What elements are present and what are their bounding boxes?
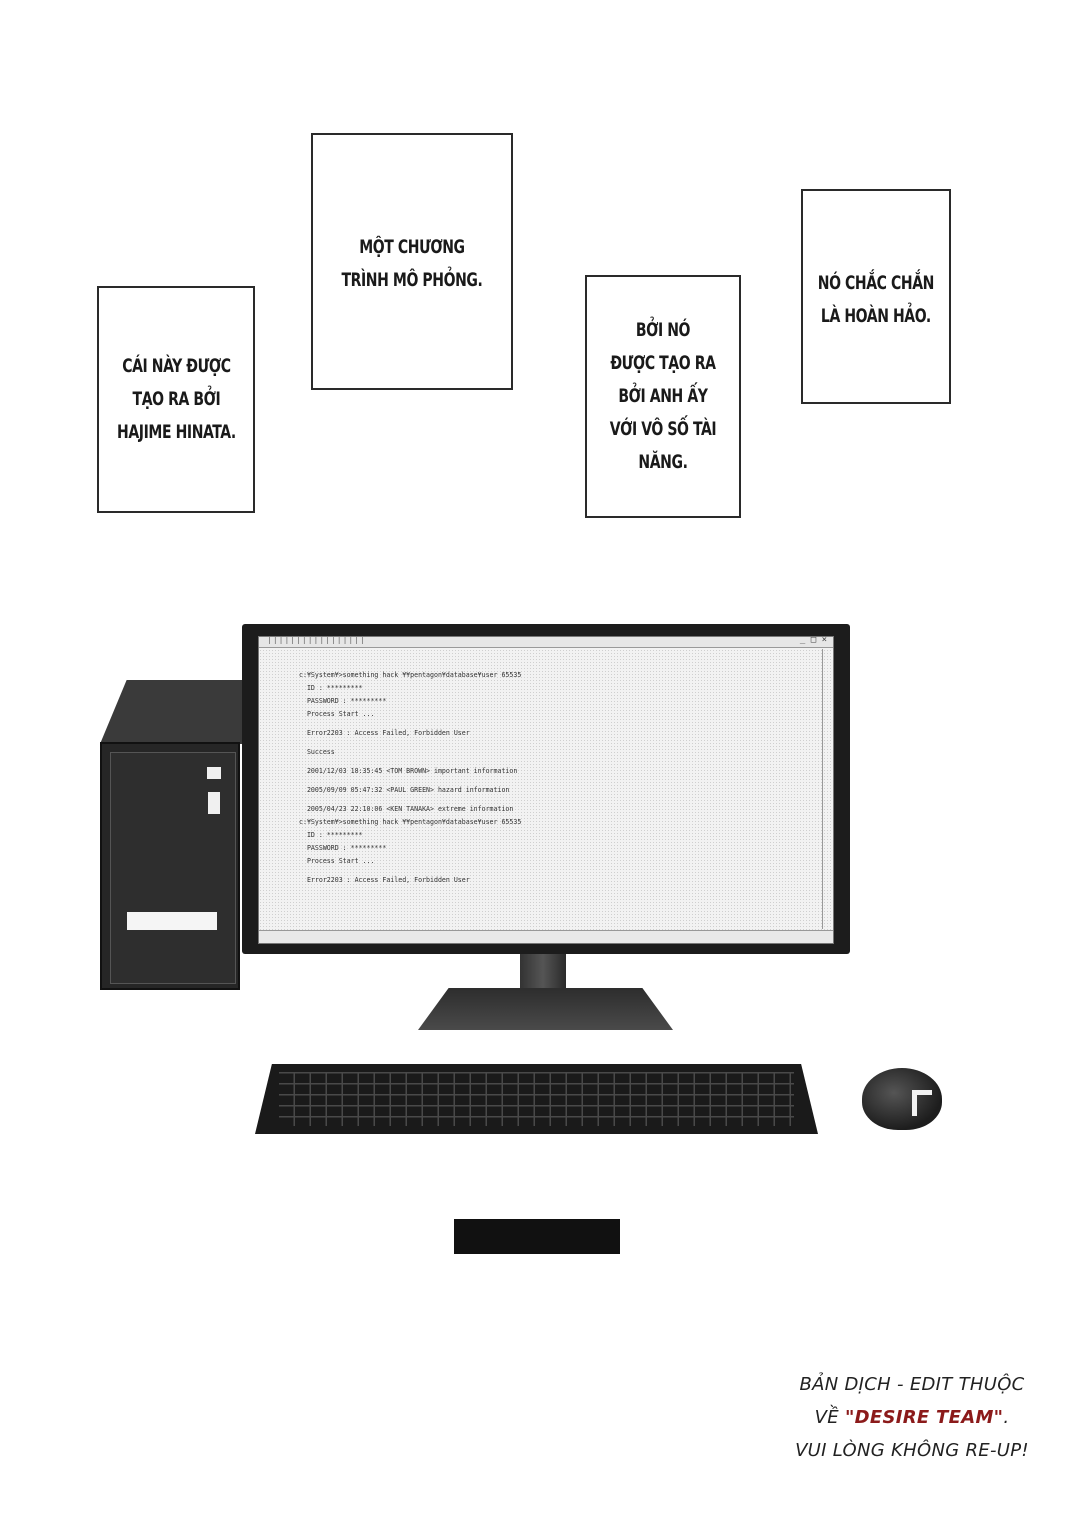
keyboard	[255, 1064, 818, 1134]
keyboard-keys	[279, 1072, 794, 1126]
terminal-line: 2005/09/09 05:47:32 <PAUL GREEN> hazard …	[299, 786, 510, 794]
caption-text-4: NÓ CHẮC CHẮN LÀ HOÀN HẢO.	[817, 272, 935, 327]
redaction-bar	[454, 1219, 620, 1254]
terminal-line: PASSWORD : *********	[299, 844, 387, 852]
scrollbar	[822, 649, 831, 929]
mouse-marking	[912, 1090, 932, 1116]
window-controls: _ □ ×	[799, 636, 827, 645]
monitor-stand-base	[418, 988, 673, 1030]
terminal-line: c:¥System¥>something hack ¥¥pentagon¥dat…	[299, 671, 522, 679]
credit-suffix: .	[1003, 1407, 1010, 1428]
team-name: "DESIRE TEAM"	[844, 1407, 1004, 1428]
credit-prefix: VỀ	[814, 1407, 845, 1428]
caption-box-1: CÁI NÀY ĐƯỢC TẠO RA BỞI HAJIME HINATA.	[97, 286, 255, 513]
drive-bay	[127, 912, 217, 930]
terminal-line: Process Start ...	[299, 857, 375, 865]
terminal-output: c:¥System¥>something hack ¥¥pentagon¥dat…	[299, 669, 813, 887]
terminal-line: 2005/04/23 22:10:06 <KEN TANAKA> extreme…	[299, 805, 514, 813]
tower-top	[100, 680, 248, 744]
tower-front	[100, 742, 240, 990]
tower-panel	[110, 752, 236, 984]
caption-box-2: MỘT CHƯƠNG TRÌNH MÔ PHỎNG.	[311, 133, 513, 390]
credit-line-1: BẢN DỊCH - EDIT THUỘC	[799, 1374, 1025, 1395]
computer-tower	[100, 680, 248, 992]
caption-text-1: CÁI NÀY ĐƯỢC TẠO RA BỞI HAJIME HINATA.	[116, 355, 236, 443]
terminal-line: Process Start ...	[299, 710, 375, 718]
caption-box-4: NÓ CHẮC CHẮN LÀ HOÀN HẢO.	[801, 189, 951, 404]
terminal-line: PASSWORD : *********	[299, 697, 387, 705]
terminal-line: Success	[299, 748, 335, 756]
power-button	[207, 767, 221, 779]
credit-line-3: VUI LÒNG KHÔNG RE-UP!	[795, 1440, 1029, 1461]
monitor-screen: ||||||||||||||||| _ □ × c:¥System¥>somet…	[258, 636, 834, 944]
title-bar-ticks: |||||||||||||||||	[267, 636, 366, 644]
reset-button	[208, 792, 220, 814]
caption-box-3: BỞI NÓ ĐƯỢC TẠO RA BỞI ANH ẤY VỚI VÔ SỐ …	[585, 275, 741, 518]
terminal-line: ID : *********	[299, 831, 363, 839]
terminal-line: Error2203 : Access Failed, Forbidden Use…	[299, 876, 470, 884]
caption-text-2: MỘT CHƯƠNG TRÌNH MÔ PHỎNG.	[341, 236, 483, 291]
status-bar	[259, 930, 833, 943]
terminal-line: Error2203 : Access Failed, Forbidden Use…	[299, 729, 470, 737]
caption-text-3: BỞI NÓ ĐƯỢC TẠO RA BỞI ANH ẤY VỚI VÔ SỐ …	[609, 319, 717, 473]
credit-line-2: VỀ "DESIRE TEAM".	[752, 1401, 1072, 1434]
window-title-bar: ||||||||||||||||| _ □ ×	[259, 637, 833, 648]
terminal-line: 2001/12/03 18:35:45 <TOM BROWN> importan…	[299, 767, 518, 775]
terminal-line: c:¥System¥>something hack ¥¥pentagon¥dat…	[299, 818, 522, 826]
translator-credit: BẢN DỊCH - EDIT THUỘC VỀ "DESIRE TEAM". …	[752, 1368, 1072, 1467]
mouse	[862, 1068, 942, 1130]
terminal-line: ID : *********	[299, 684, 363, 692]
